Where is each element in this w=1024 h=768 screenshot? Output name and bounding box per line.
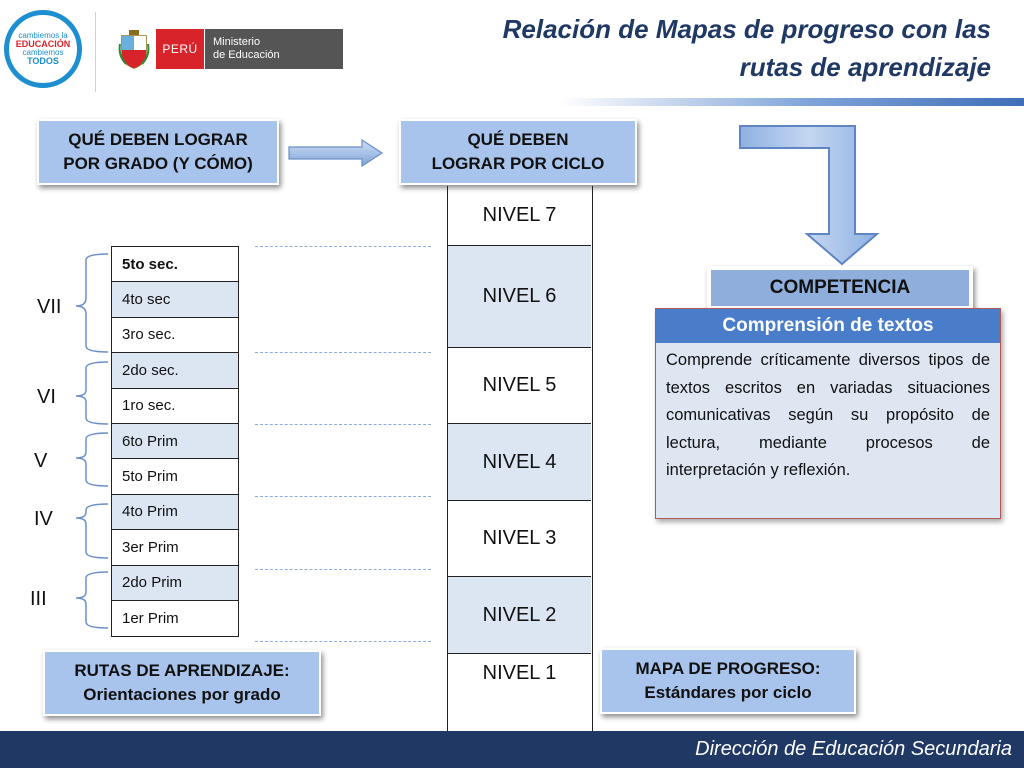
nivel-2: NIVEL 2 (448, 577, 591, 654)
ciclo-label-vi: VI (37, 386, 56, 408)
dashed-line (255, 641, 431, 642)
grado-row: 5to Prim (112, 459, 238, 495)
ciclo-label-iii: III (30, 588, 47, 610)
grado-box-line-2: POR GRADO (Y CÓMO) (63, 154, 253, 173)
ciclo-label-v: V (34, 450, 48, 472)
ciclo-box-line-2: LOGRAR POR CICLO (431, 154, 605, 173)
mapa-box: MAPA DE PROGRESO: Estándares por ciclo (600, 648, 856, 714)
competencia-panel: Comprensión de textos Comprende críticam… (655, 308, 1001, 519)
competencia-box: COMPETENCIA (707, 266, 973, 310)
rutas-box-line-2: Orientaciones por grado (83, 685, 281, 704)
footer-text: Dirección de Educación Secundaria (695, 738, 1012, 760)
nivel-4: NIVEL 4 (448, 424, 591, 501)
mapa-box-line-1: MAPA DE PROGRESO: (635, 659, 821, 678)
logo-line-2: EDUCACIÓN (15, 39, 71, 49)
right-arrow-icon (288, 138, 384, 168)
dashed-line (255, 496, 431, 497)
dashed-line (255, 246, 431, 247)
nivel-7: NIVEL 7 (448, 186, 591, 246)
nivel-1: NIVEL 1 (482, 662, 557, 684)
page-title: Relación de Mapas de progreso con las ru… (371, 10, 991, 86)
grado-row: 1ro sec. (112, 389, 238, 424)
rutas-box: RUTAS DE APRENDIZAJE: Orientaciones por … (43, 650, 321, 716)
ciclo-box: QUÉ DEBEN LOGRAR POR CICLO (399, 119, 637, 185)
title-line-1: Relación de Mapas de progreso con las (502, 14, 991, 44)
title-rule (560, 98, 1024, 106)
grado-row: 6to Prim (112, 423, 238, 460)
competencia-text: Comprende críticamente diversos tipos de… (656, 343, 1000, 518)
dashed-line (255, 569, 431, 570)
ciclo-label-iv: IV (34, 508, 53, 530)
grado-row: 4to sec (112, 282, 238, 318)
grado-box-line-1: QUÉ DEBEN LOGRAR (68, 130, 248, 149)
competencia-label: COMPETENCIA (711, 270, 969, 306)
logo-line-3: cambiemos (22, 48, 64, 57)
peru-label: PERÚ (156, 29, 204, 69)
dashed-line (255, 352, 431, 353)
title-line-2: rutas de aprendizaje (739, 52, 991, 82)
grado-row: 3er Prim (112, 530, 238, 566)
ministry-line-2: de Educación (213, 49, 280, 61)
competencia-title: Comprensión de textos (656, 309, 1000, 343)
dashed-line (255, 424, 431, 425)
ciclo-box-line-1: QUÉ DEBEN (467, 130, 569, 149)
ministry-line-1: Ministerio (213, 36, 261, 48)
grado-box: QUÉ DEBEN LOGRAR POR GRADO (Y CÓMO) (37, 119, 279, 185)
grado-row: 5to sec. (112, 247, 238, 283)
logo-line-1: cambiemos la (18, 31, 68, 40)
footer-bar: Dirección de Educación Secundaria (0, 731, 1024, 768)
mapa-box-line-2: Estándares por ciclo (644, 683, 812, 702)
header-divider (95, 12, 96, 92)
grado-row: 3ro sec. (112, 318, 238, 354)
nivel-3: NIVEL 3 (448, 501, 591, 577)
nivel-6: NIVEL 6 (448, 246, 591, 348)
grado-row: 4to Prim (112, 494, 238, 531)
cambiemos-logo: cambiemos la EDUCACIÓN cambiemos TODOS (4, 10, 82, 88)
nivel-5: NIVEL 5 (448, 348, 591, 424)
bent-down-arrow-icon (739, 125, 880, 266)
grado-row: 1er Prim (122, 610, 179, 628)
rutas-box-line-1: RUTAS DE APRENDIZAJE: (74, 661, 290, 680)
grado-row: 2do sec. (112, 353, 238, 389)
coat-of-arms-icon (118, 30, 150, 69)
ciclo-brackets (75, 253, 109, 629)
grado-row: 2do Prim (112, 565, 238, 601)
ciclo-label-vii: VII (37, 296, 62, 318)
ministry-label: Ministerio de Educación (205, 29, 343, 69)
niveles-column: NIVEL 7 NIVEL 6 NIVEL 5 NIVEL 4 NIVEL 3 … (447, 186, 593, 731)
logo-line-4: TODOS (27, 56, 59, 66)
grados-table: 5to sec. 4to sec 3ro sec. 2do sec. 1ro s… (111, 246, 239, 638)
